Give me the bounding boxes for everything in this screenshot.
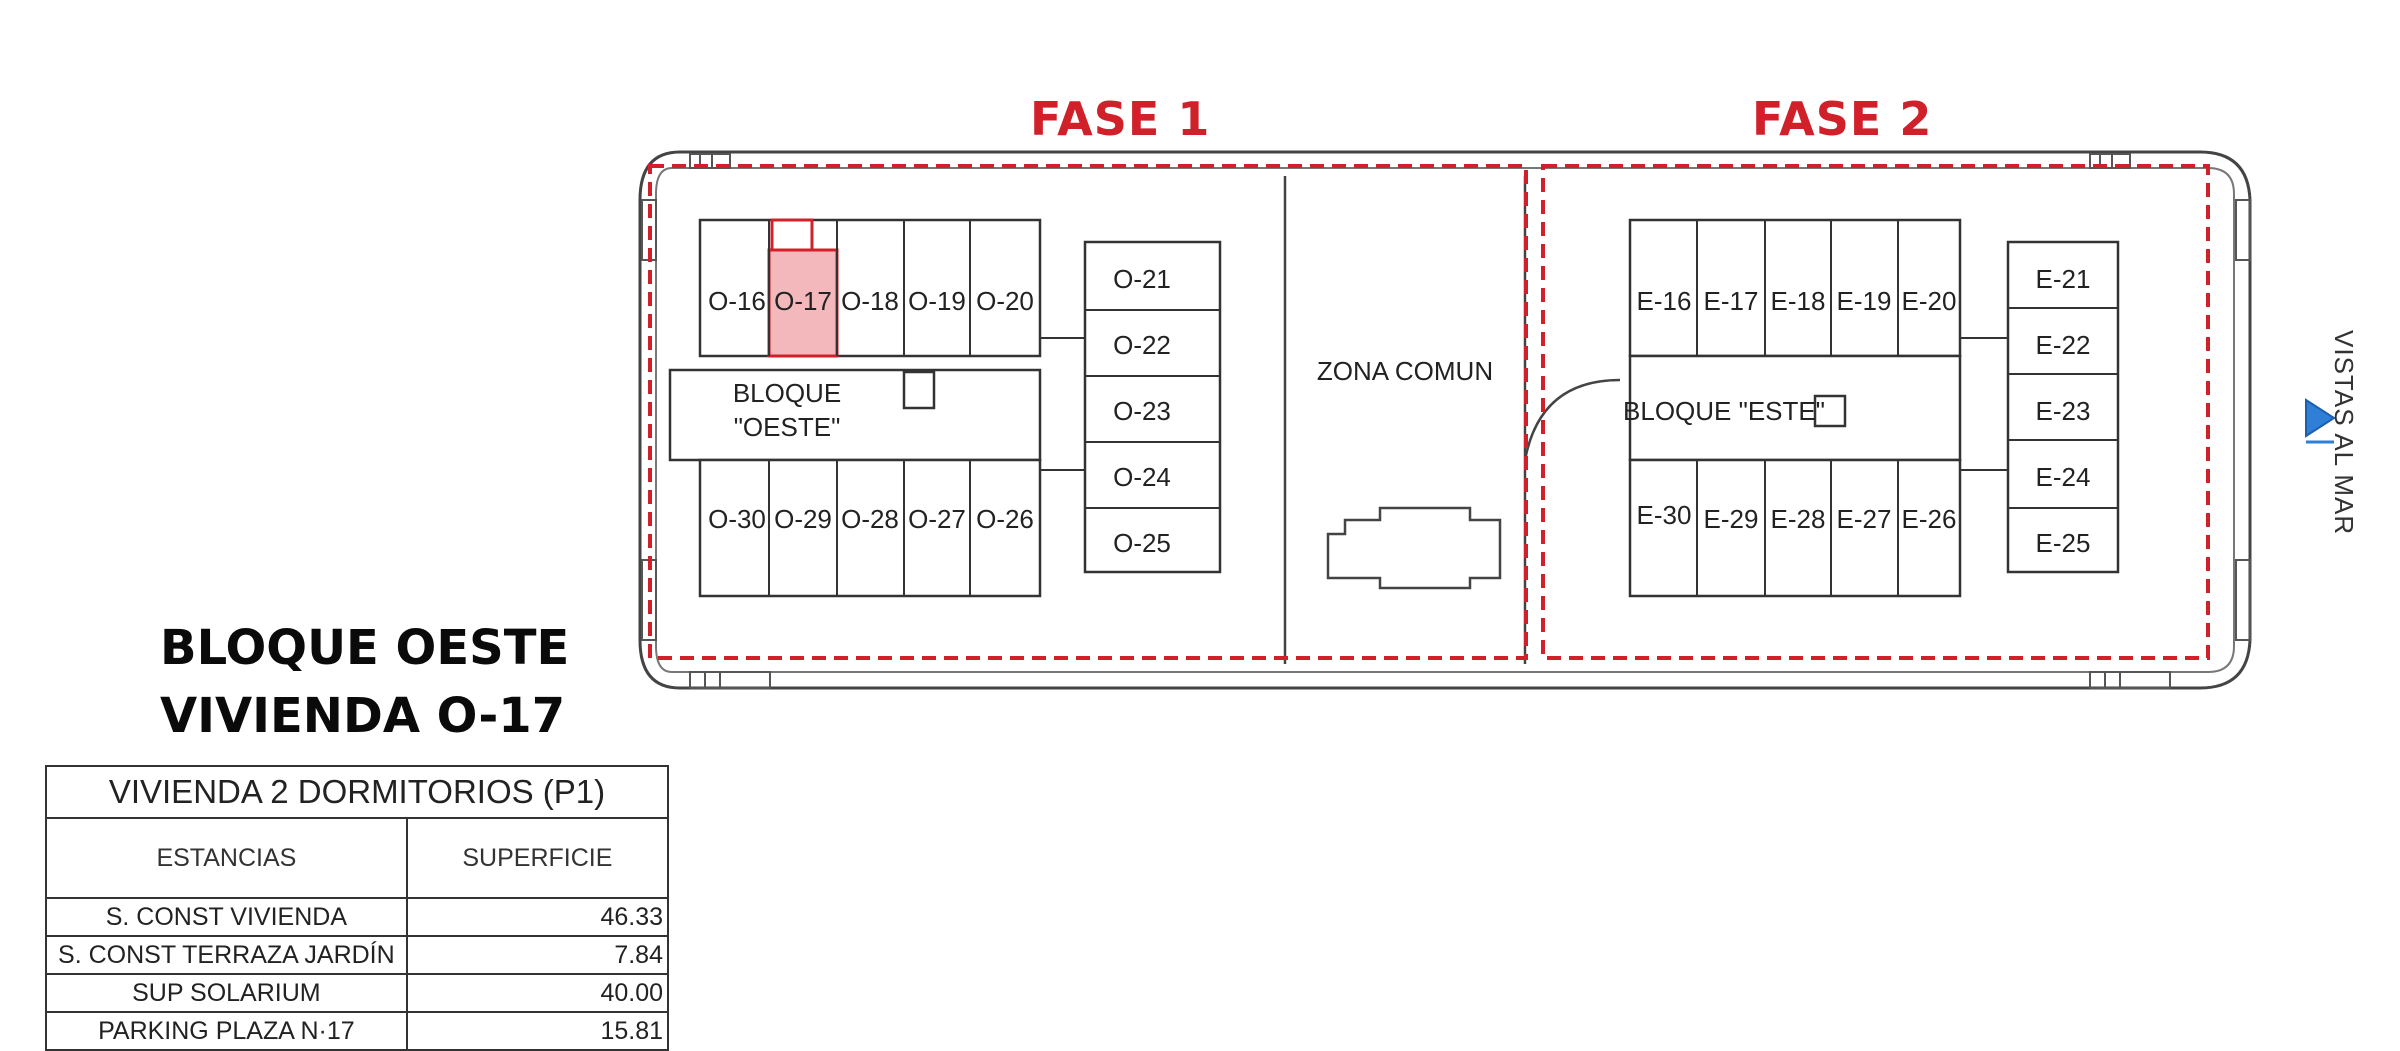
row-name: PARKING PLAZA N·17 bbox=[45, 1011, 408, 1051]
west-block-label-2: "OESTE" bbox=[734, 412, 841, 442]
row-name: S. CONST TERRAZA JARDÍN bbox=[45, 935, 408, 975]
table-row: SUP SOLARIUM 40.00 bbox=[45, 973, 670, 1013]
table-row: S. CONST VIVIENDA 46.33 bbox=[45, 897, 670, 937]
unit-e-22: E-22 bbox=[2036, 330, 2091, 360]
east-block bbox=[1628, 218, 2120, 598]
unit-e-26: E-26 bbox=[1902, 504, 1957, 534]
sea-view-label: VISTAS AL MAR bbox=[2329, 330, 2359, 536]
area-table: VIVIENDA 2 DORMITORIOS (P1) ESTANCIAS SU… bbox=[45, 765, 670, 1051]
unit-o-22: O-22 bbox=[1113, 330, 1171, 360]
unit-o-17: O-17 bbox=[774, 286, 832, 316]
unit-e-21: E-21 bbox=[2036, 264, 2091, 294]
west-block bbox=[668, 218, 1222, 598]
east-block-label: BLOQUE "ESTE" bbox=[1623, 396, 1825, 426]
col-area-header: SUPERFICIE bbox=[405, 817, 670, 899]
common-pool bbox=[1326, 506, 1502, 590]
unit-e-19: E-19 bbox=[1837, 286, 1892, 316]
unit-o-23: O-23 bbox=[1113, 396, 1171, 426]
common-zone-label: ZONA COMUN bbox=[1317, 356, 1493, 386]
table-heading: VIVIENDA 2 DORMITORIOS (P1) bbox=[45, 765, 669, 819]
unit-e-25: E-25 bbox=[2036, 528, 2091, 558]
phase-2-title: FASE 2 bbox=[1752, 92, 1933, 146]
west-block-label-1: BLOQUE bbox=[733, 378, 841, 408]
unit-o-24: O-24 bbox=[1113, 462, 1171, 492]
unit-o-20: O-20 bbox=[976, 286, 1034, 316]
unit-e-28: E-28 bbox=[1771, 504, 1826, 534]
row-value: 15.81 bbox=[405, 1011, 670, 1051]
site-plan: O-16 O-17 O-18 O-19 O-20 O-30 O-29 O-28 … bbox=[638, 150, 2336, 690]
block-title: BLOQUE OESTE bbox=[160, 620, 570, 676]
phase2-boundary bbox=[1541, 164, 2210, 660]
row-value: 46.33 bbox=[405, 897, 670, 937]
unit-o-18: O-18 bbox=[841, 286, 899, 316]
unit-o-16: O-16 bbox=[708, 286, 766, 316]
unit-o-27: O-27 bbox=[908, 504, 966, 534]
unit-e-18: E-18 bbox=[1771, 286, 1826, 316]
table-row: PARKING PLAZA N·17 15.81 bbox=[45, 1011, 670, 1051]
row-name: S. CONST VIVIENDA bbox=[45, 897, 408, 937]
unit-e-20: E-20 bbox=[1902, 286, 1957, 316]
unit-e-27: E-27 bbox=[1837, 504, 1892, 534]
unit-e-23: E-23 bbox=[2036, 396, 2091, 426]
unit-e-24: E-24 bbox=[2036, 462, 2091, 492]
row-value: 40.00 bbox=[405, 973, 670, 1013]
phase1-boundary bbox=[648, 164, 1528, 660]
row-value: 7.84 bbox=[405, 935, 670, 975]
unit-o-26: O-26 bbox=[976, 504, 1034, 534]
col-rooms-header: ESTANCIAS bbox=[45, 817, 408, 899]
unit-o-21: O-21 bbox=[1113, 264, 1171, 294]
unit-o-30: O-30 bbox=[708, 504, 766, 534]
row-name: SUP SOLARIUM bbox=[45, 973, 408, 1013]
unit-e-17: E-17 bbox=[1704, 286, 1759, 316]
unit-title: VIVIENDA O-17 bbox=[160, 688, 566, 744]
table-row: S. CONST TERRAZA JARDÍN 7.84 bbox=[45, 935, 670, 975]
unit-e-16: E-16 bbox=[1637, 286, 1692, 316]
sea-view-arrow-icon bbox=[2305, 398, 2336, 438]
unit-e-30: E-30 bbox=[1637, 500, 1692, 530]
unit-o-25: O-25 bbox=[1113, 528, 1171, 558]
unit-e-29: E-29 bbox=[1704, 504, 1759, 534]
unit-o-28: O-28 bbox=[841, 504, 899, 534]
unit-o-29: O-29 bbox=[774, 504, 832, 534]
site-boundary bbox=[638, 150, 2252, 690]
phase-1-title: FASE 1 bbox=[1030, 92, 1211, 146]
unit-o-19: O-19 bbox=[908, 286, 966, 316]
